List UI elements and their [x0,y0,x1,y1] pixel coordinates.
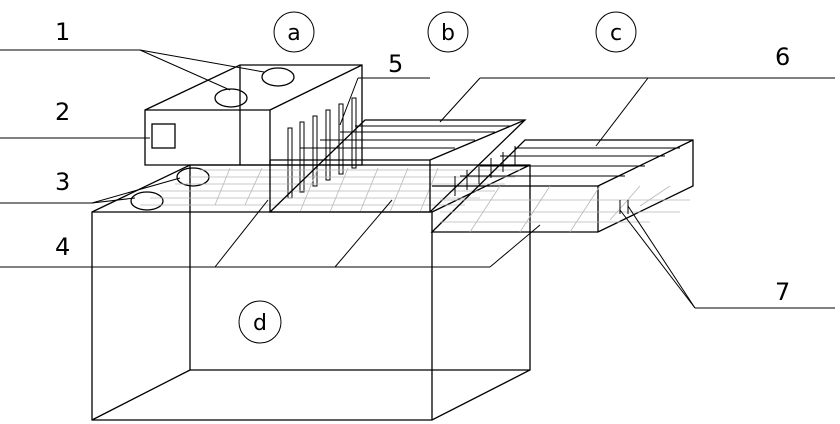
label-4: 4 [55,233,70,261]
leader-lines [0,49,835,309]
circle-a-text: a [287,21,300,46]
circle-label-c: c [595,11,637,53]
channel-b [268,119,527,213]
top-port-b [214,88,248,108]
circle-c-text: c [610,21,622,46]
tank-mesh [140,167,520,213]
circle-d-text: d [253,311,267,336]
control-box [144,64,363,166]
main-tank [91,164,531,421]
label-5: 5 [388,50,403,78]
circle-label-d: d [238,300,282,344]
label-1: 1 [55,18,70,46]
tank-port-a [130,191,164,211]
circle-label-b: b [427,11,469,53]
channel-c [430,139,694,233]
circle-label-a: a [273,11,315,53]
top-port-a [261,67,295,87]
control-switch [151,123,176,149]
channel-pins [454,146,629,214]
label-2: 2 [55,98,70,126]
label-3: 3 [55,168,70,196]
label-7: 7 [775,278,790,306]
label-6: 6 [775,43,790,71]
circle-b-text: b [441,21,455,46]
